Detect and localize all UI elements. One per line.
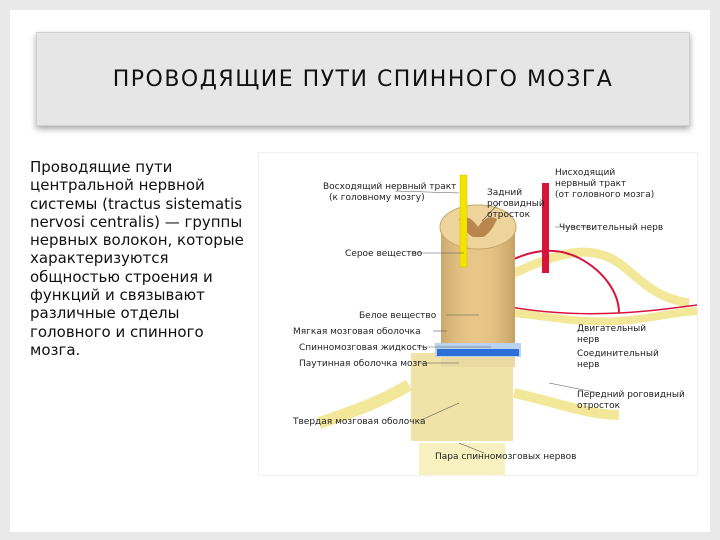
ascending-tract <box>459 174 468 268</box>
label-motor-nerve-1: Двигательный <box>577 324 646 334</box>
descending-tract <box>542 183 549 273</box>
label-gray-matter: Серое вещество <box>345 249 423 259</box>
gray-matter <box>459 217 497 237</box>
label-anterior-horn-1: Передний роговидный <box>577 390 685 400</box>
label-posterior-horn-1: Задний <box>487 188 522 198</box>
label-ascending-tract-2: (к головному мозгу) <box>329 193 425 203</box>
lower-cord <box>419 443 505 475</box>
label-dura-mater: Твердая мозговая оболочка <box>292 417 426 427</box>
spinal-nerve-right <box>512 388 620 420</box>
label-arachnoid: Паутинная оболочка мозга <box>299 359 428 369</box>
label-pia-mater: Мягкая мозговая оболочка <box>293 327 421 337</box>
sensory-nerve-root <box>512 247 690 308</box>
label-nerve-pair: Пара спинномозговых нервов <box>435 452 577 462</box>
pia-layer <box>441 357 515 367</box>
label-connecting-nerve-1: Соединительный <box>577 349 659 359</box>
label-motor-nerve-2: нерв <box>577 335 599 345</box>
spinal-nerve-left <box>317 379 413 429</box>
label-anterior-horn-2: отросток <box>577 401 621 411</box>
label-descending-tract-1: Нисходящий <box>555 168 615 178</box>
label-connecting-nerve-2: нерв <box>577 360 599 370</box>
motor-pathway-red <box>490 302 697 315</box>
spinal-cord-illustration: Восходящий нервный тракт (к головному мо… <box>292 168 697 475</box>
title-box: ПРОВОДЯЩИЕ ПУТИ СПИННОГО МОЗГА <box>36 32 690 126</box>
dura-mater-band <box>411 353 513 441</box>
label-csf: Спинномозговая жидкость <box>299 343 427 353</box>
label-ascending-tract-1: Восходящий нервный тракт <box>323 182 456 192</box>
label-descending-tract-3: (от головного мозга) <box>555 190 654 200</box>
body-text: Проводящие пути центральной нервной сист… <box>30 158 244 359</box>
label-descending-tract-2: нервный тракт <box>555 179 626 189</box>
label-white-matter: Белое вещество <box>359 311 437 321</box>
label-posterior-horn-3: отросток <box>487 210 531 220</box>
slide: ПРОВОДЯЩИЕ ПУТИ СПИННОГО МОЗГА Проводящи… <box>10 10 710 532</box>
label-sensory-nerve: Чувствительный нерв <box>559 223 663 233</box>
label-posterior-horn-2: роговидный <box>487 199 545 209</box>
csf-layer <box>437 349 519 356</box>
page-title: ПРОВОДЯЩИЕ ПУТИ СПИННОГО МОЗГА <box>112 66 614 92</box>
spinal-cord-diagram: Восходящий нервный тракт (к головному мо… <box>258 152 698 476</box>
motor-nerve-root <box>513 307 697 326</box>
